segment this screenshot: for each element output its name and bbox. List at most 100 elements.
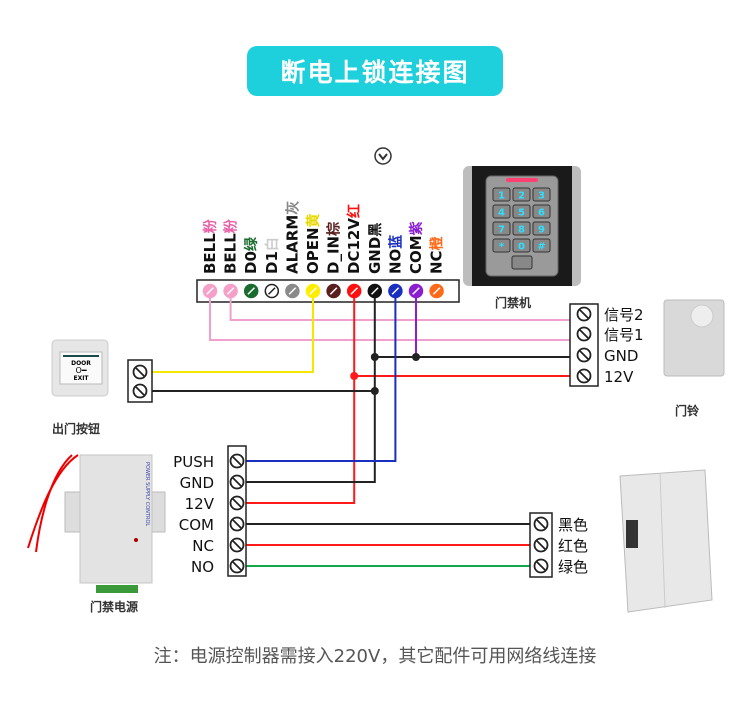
keypad-caption: 门禁机 [495, 296, 532, 310]
keypad-key-label: * [499, 242, 505, 253]
terminal-screw-d1 [264, 283, 280, 299]
exit-terminal-screw [132, 383, 148, 399]
keypad-key-label: 8 [518, 225, 525, 236]
wires [152, 298, 570, 567]
power-terminal-screw [229, 516, 245, 532]
wire-bell-signal2 [229, 298, 570, 321]
lock-terminal-label: 绿色 [558, 558, 588, 576]
wire-no-push [246, 298, 397, 462]
keypad-key-label: 9 [538, 225, 545, 236]
terminal-screw-gnd [367, 283, 383, 299]
terminal-screw-bell [202, 283, 218, 299]
terminal-label: ALARM灰 [283, 201, 301, 274]
terminal-screw-alarm [285, 283, 300, 299]
footnote: 注：电源控制器需接入220V，其它配件可用网络线连接 [153, 646, 597, 667]
exit-button-text-exit: EXIT [73, 375, 89, 382]
bell-terminal-screw [576, 326, 592, 342]
keypad-key-label: 5 [518, 208, 525, 219]
keypad-key-label: 0 [518, 242, 525, 253]
terminal-label: COM紫 [407, 221, 425, 274]
bell-terminal-label: 信号1 [604, 326, 644, 344]
terminal-label: DC12V红 [345, 204, 363, 274]
power-terminal-label: COM [179, 516, 214, 534]
bell-terminal-label: 信号2 [604, 306, 644, 324]
door-bell-caption: 门铃 [675, 404, 700, 418]
terminal-screw-com [408, 283, 424, 299]
keypad-key [512, 204, 531, 219]
bell-terminal-screw [576, 368, 592, 384]
keypad-key [532, 238, 551, 253]
terminal-label: NC橙 [428, 235, 446, 274]
chevron-down-circle-icon[interactable] [374, 147, 392, 165]
controller-screws [202, 283, 444, 299]
power-terminal-screw [229, 495, 245, 511]
terminal-screw-no [388, 283, 403, 299]
keypad-key-label: 7 [498, 225, 505, 236]
junction-dot [350, 372, 359, 380]
keypad-key-label: 3 [538, 191, 545, 202]
exit-button-caption: 出门按钮 [52, 422, 101, 436]
keypad-key [532, 204, 551, 219]
keypad-key [512, 221, 531, 236]
keypad-key-label: 2 [518, 191, 525, 202]
keypad-key-label: 1 [498, 191, 505, 202]
terminal-screw-bell [223, 283, 238, 299]
keypad-key [512, 187, 531, 202]
power-supply-device: POWER SUPPLY CONTROL [27, 454, 166, 593]
electric-lock-device [619, 469, 713, 613]
junction-dot [370, 387, 379, 395]
power-terminal-label: GND [180, 474, 214, 492]
terminal-label: D0绿 [242, 236, 260, 274]
terminal-label: D_IN棕 [325, 222, 343, 274]
bell-terminal-label: 12V [604, 368, 634, 386]
keypad-key [532, 187, 551, 202]
keypad-key-label: # [537, 242, 545, 253]
terminal-label: GND黑 [366, 223, 384, 274]
keypad-bell-key [511, 255, 533, 270]
keypad-key-label: 4 [498, 208, 505, 219]
wire-open [152, 298, 314, 373]
lock-terminal-screw [533, 516, 549, 532]
power-terminal-label: NO [191, 558, 214, 576]
exit-button-text-door: DOOR [71, 360, 91, 367]
lock-terminal-screw [533, 537, 549, 553]
terminal-screw-open [305, 283, 321, 299]
terminal-screw-d_in [326, 283, 341, 299]
power-terminal-screw [229, 474, 245, 490]
power-terminal-screw [229, 558, 245, 574]
junction-dot [370, 353, 379, 361]
keypad-key-label: 6 [538, 208, 545, 219]
diagram-title: 断电上锁连接图 [247, 46, 503, 96]
keypad-device: 1 2 3 4 5 6 7 8 9 * 0 # [463, 166, 581, 286]
wire-bell-signal1 [209, 298, 570, 341]
terminal-screw-d0 [243, 283, 259, 299]
terminal-label: BELL粉 [222, 219, 240, 274]
power-terminal-label: PUSH [173, 453, 214, 471]
lock-terminal-screw [533, 558, 549, 574]
bell-terminal-screw [576, 347, 592, 363]
terminal-label: NO蓝 [386, 235, 404, 274]
power-terminal-labels: PUSH GND 12V COM NC NO [173, 453, 215, 576]
door-bell-device [663, 299, 725, 377]
keypad-key [492, 187, 511, 202]
keypad-key [512, 238, 531, 253]
key-icon: O━ [75, 366, 86, 375]
wire-dc12v [246, 298, 356, 504]
terminal-screw-dc12v [346, 283, 362, 299]
power-terminal-label: NC [192, 537, 214, 555]
terminal-screw-nc [429, 283, 444, 299]
junction-dot [412, 353, 420, 361]
power-terminal-label: 12V [185, 495, 215, 513]
lock-terminal-label: 红色 [558, 537, 588, 555]
keypad-key [492, 238, 511, 253]
terminal-label: BELL粉 [201, 219, 219, 274]
power-terminal-screw [229, 537, 245, 553]
keypad-key [492, 204, 511, 219]
power-supply-caption: 门禁电源 [90, 600, 139, 614]
bell-terminal-label: GND [604, 347, 638, 365]
keypad-key [492, 221, 511, 236]
